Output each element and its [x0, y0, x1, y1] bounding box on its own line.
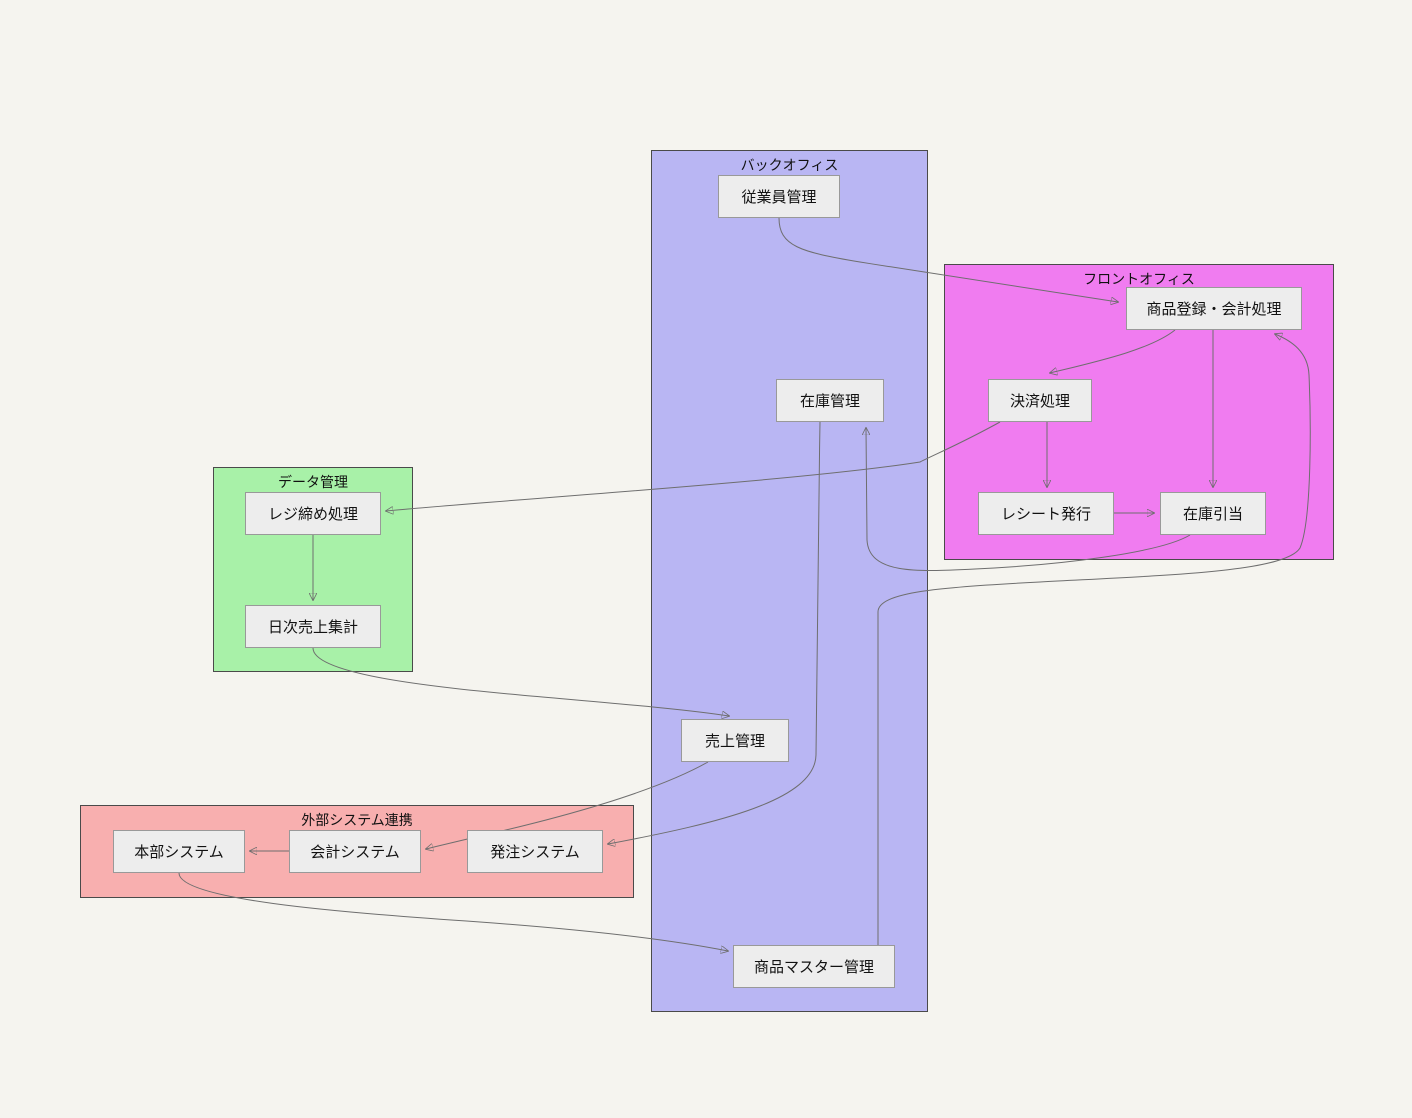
node-headquarters-system: 本部システム [113, 830, 245, 873]
node-sales-management: 売上管理 [681, 719, 789, 762]
node-employee-management-label: 従業員管理 [741, 189, 817, 206]
node-inventory-allocation: 在庫引当 [1160, 492, 1266, 535]
node-ordering-system: 発注システム [467, 830, 603, 873]
cluster-back-office: バックオフィス [651, 150, 928, 1012]
node-product-registration-accounting-label: 商品登録・会計処理 [1146, 301, 1282, 318]
cluster-data-management-label: データ管理 [278, 474, 348, 490]
node-payment-processing-label: 決済処理 [1009, 393, 1070, 410]
node-register-closing: レジ締め処理 [245, 492, 381, 535]
node-headquarters-system-label: 本部システム [134, 844, 224, 861]
node-inventory-management: 在庫管理 [776, 379, 884, 422]
cluster-front-office-label: フロントオフィス [1083, 271, 1195, 287]
node-daily-sales-aggregation-label: 日次売上集計 [267, 619, 358, 636]
node-ordering-system-label: 発注システム [490, 844, 580, 861]
node-product-master-management: 商品マスター管理 [733, 945, 895, 988]
node-register-closing-label: レジ締め処理 [267, 506, 358, 523]
node-inventory-management-label: 在庫管理 [799, 393, 860, 410]
node-sales-management-label: 売上管理 [704, 733, 765, 750]
node-accounting-system-label: 会計システム [310, 844, 400, 861]
cluster-external-systems-label: 外部システム連携 [301, 812, 413, 828]
node-receipt-issuance-label: レシート発行 [1000, 506, 1091, 523]
node-inventory-allocation-label: 在庫引当 [1182, 506, 1243, 523]
cluster-back-office-label: バックオフィス [740, 157, 839, 173]
node-daily-sales-aggregation: 日次売上集計 [245, 605, 381, 648]
node-product-registration-accounting: 商品登録・会計処理 [1126, 287, 1302, 330]
node-receipt-issuance: レシート発行 [978, 492, 1114, 535]
node-accounting-system: 会計システム [289, 830, 421, 873]
node-product-master-management-label: 商品マスター管理 [753, 959, 874, 976]
node-payment-processing: 決済処理 [988, 379, 1092, 422]
node-employee-management: 従業員管理 [718, 175, 840, 218]
